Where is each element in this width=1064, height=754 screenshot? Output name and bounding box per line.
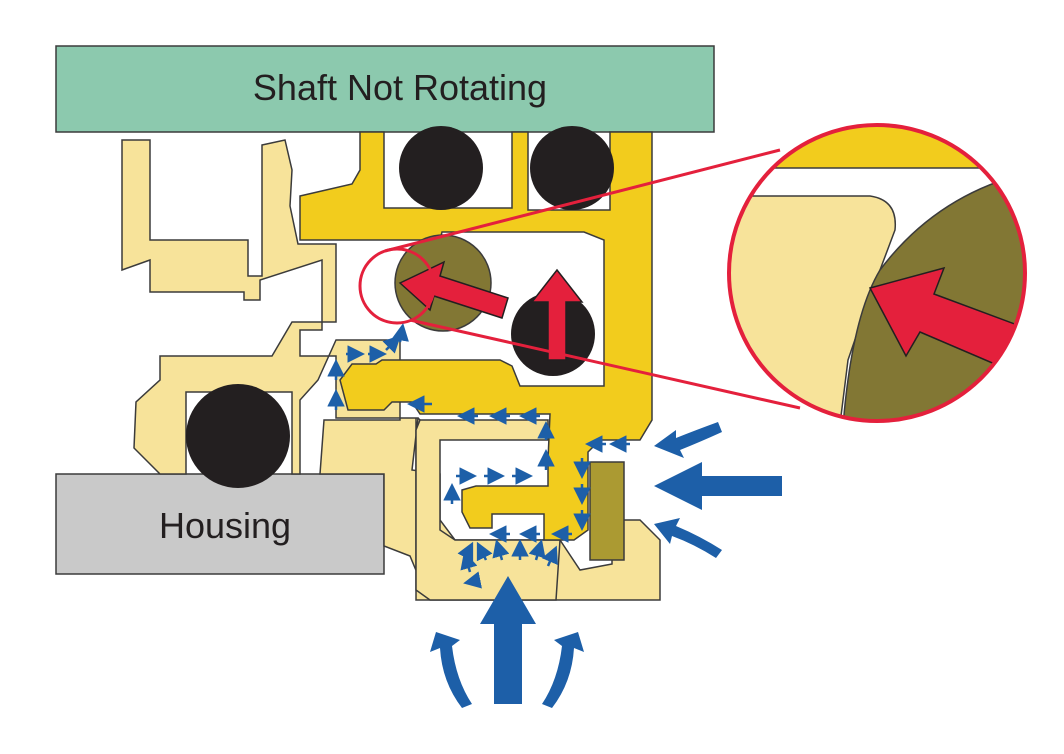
o-ring	[399, 126, 483, 210]
magnifier-line	[409, 318, 801, 410]
arrow-icon	[480, 576, 536, 704]
arrow-icon	[654, 518, 722, 558]
shaft-bar	[55, 45, 715, 133]
inflow-arrows	[430, 422, 782, 708]
olive-insert	[589, 461, 625, 561]
flow-arrow	[528, 539, 546, 561]
o-ring	[530, 126, 614, 210]
flow-arrow	[476, 541, 493, 562]
flow-arrow	[391, 323, 409, 343]
arrow-icon	[430, 632, 472, 708]
housing-label: Housing	[159, 505, 291, 546]
shaft: Shaft Not Rotating	[55, 45, 715, 133]
o-rings	[186, 126, 614, 488]
flow-arrow	[541, 545, 558, 567]
housing-block	[55, 473, 385, 575]
flow-arrow	[463, 571, 483, 589]
zoom-circle	[727, 123, 1027, 423]
force-arrows	[398, 260, 584, 361]
shaft-label: Shaft Not Rotating	[253, 67, 547, 108]
housing: Housing	[55, 473, 385, 575]
flow-arrow	[457, 541, 474, 562]
magnifier	[358, 148, 801, 410]
arrow-icon	[654, 462, 782, 510]
rotor-body	[299, 131, 653, 541]
zoom-detail	[727, 123, 1027, 423]
arrow-icon	[654, 422, 722, 458]
flow-arrow	[492, 539, 510, 561]
magnifier-line	[384, 148, 781, 253]
flow-path-arrows	[327, 323, 630, 589]
arrow-icon	[542, 632, 584, 708]
arrow-icon	[530, 268, 584, 361]
o-ring	[186, 384, 290, 488]
arrow-icon	[398, 260, 509, 319]
